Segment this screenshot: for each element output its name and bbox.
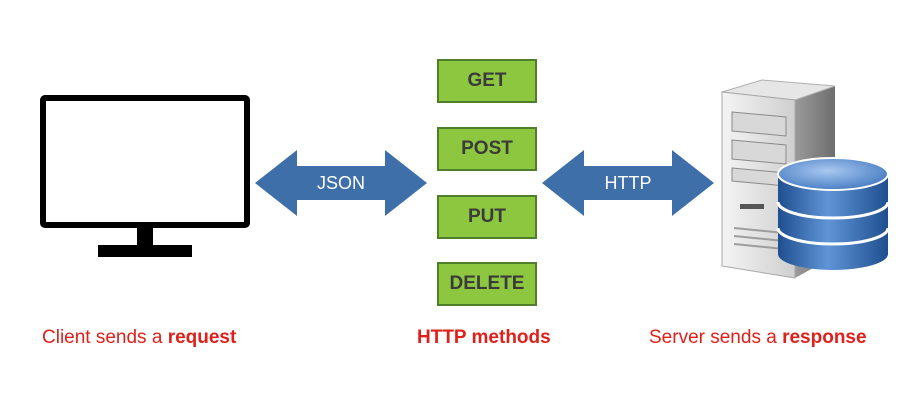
http-arrow [542,150,714,216]
client-caption-bold: request [167,327,237,348]
client-caption-text: Client sends a [42,327,168,348]
json-arrow-label: JSON [316,172,365,193]
http-arrow-label: HTTP [604,172,652,193]
server-caption: Server sends a response [649,327,867,349]
server-caption-text: Server sends a [649,327,783,348]
delete-method-box[interactable]: DELETE [437,262,537,306]
monitor-icon [40,95,250,257]
get-method-box[interactable]: GET [437,59,537,103]
client-caption: Client sends a request [42,327,236,349]
methods-caption: HTTP methods [417,327,551,349]
server-database-icon [721,79,890,279]
server-caption-bold: response [782,327,867,348]
methods-caption-text: HTTP methods [417,327,551,348]
post-method-box[interactable]: POST [437,127,537,171]
json-arrow [255,150,427,216]
put-method-box[interactable]: PUT [437,195,537,239]
